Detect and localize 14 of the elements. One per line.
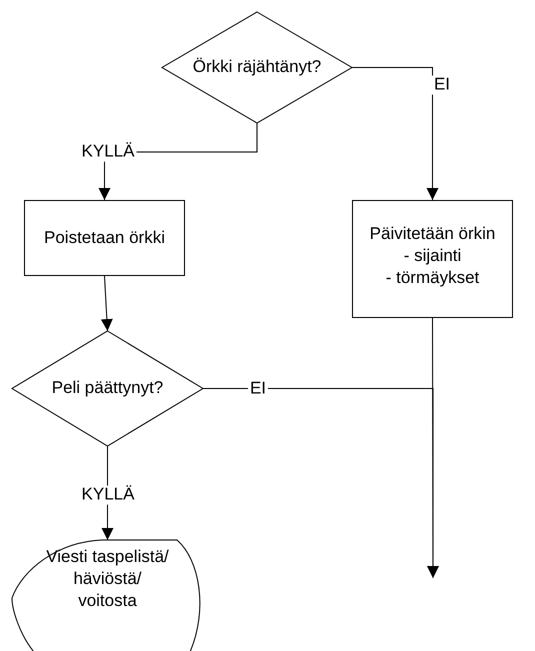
node-text: - törmäykset [386,267,480,290]
arrow [100,276,113,332]
process-box [24,200,185,276]
process-box [352,200,513,318]
node-text: - sijainti [404,245,462,268]
node-text: Örkki räjähtänyt? [192,56,322,78]
edge-label: KYLLÄ [80,142,136,162]
node-text: Päivitetään örkin [370,223,496,245]
node-text: Viesti taspelistä/ häviöstä/ voitosta [45,546,170,612]
arrow [426,318,439,578]
node-text: Peli päättynyt? [52,377,164,400]
edge-label: KYLLÄ [80,486,136,504]
node-text: Poistetaan örkki [44,226,165,249]
arrow [352,67,438,200]
